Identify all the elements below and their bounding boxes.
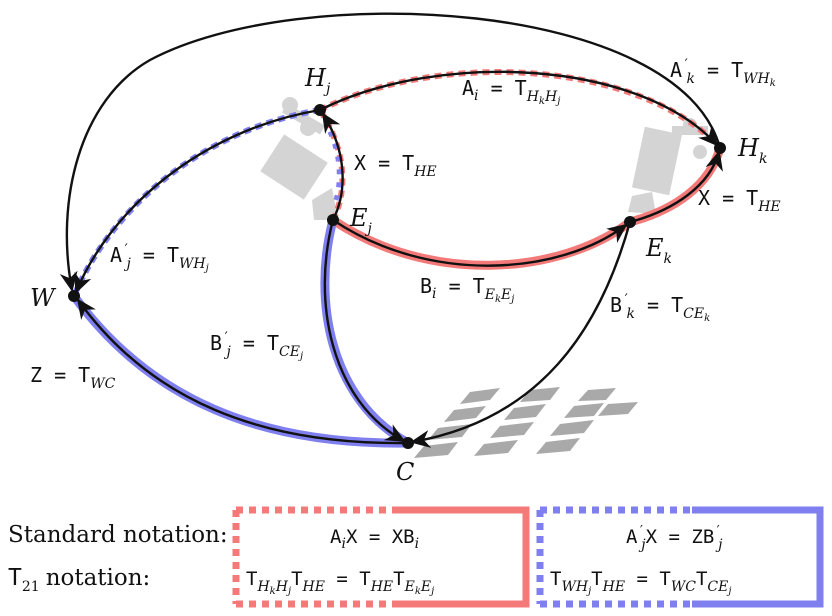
edge-label-ai: Ai = THkHj [462,76,560,107]
edge-label-z: Z = TWC [30,363,116,392]
node-hk-dot [714,142,726,154]
edge-label-x-left: X = THE [354,151,437,180]
node-w-dot [68,290,80,302]
legend-eq-blue-standard: A′jX = ZB′j [626,524,723,553]
node-hj-label: Hj [304,64,331,97]
highlight-x-left-blue-dashed [325,126,342,201]
legend-eq-red-standard: AiX = XBi [330,526,419,552]
node-c-label: C [396,458,414,486]
edge-hk-to-w [59,12,722,292]
edge-label-ak-prime: A′k = TWHk [670,57,776,89]
legend-row1-label: Standard notation: [8,522,228,548]
edge-ek-to-c [410,221,632,448]
node-w-label: W [30,284,57,312]
edge-label-x-right: X = THE [698,186,781,215]
edge-hj-to-hk [319,70,719,147]
edge-label-bi: Bi = TEkEj [420,274,514,305]
node-ek-label: Ek [645,234,672,267]
legend-blue-box [536,506,824,608]
checkerboard-icon [414,387,638,458]
edge-hj-to-w [74,108,321,294]
edge-ek-to-hk [629,150,723,224]
edge-label-bk-prime: B′k = TCEk [610,292,710,324]
robot-arm-icon-k [628,118,708,214]
legend-eq-red-t21: THkHjTHE = THETEkEj [246,568,434,597]
node-ej-dot [327,214,339,226]
edge-layer [59,12,723,448]
edge-ej-to-c [323,219,406,443]
edge-ej-to-ek [332,219,628,267]
node-hj-dot [314,104,326,116]
edge-label-aj-prime: A′j = TWHj [110,242,209,274]
node-c-dot [402,437,414,449]
node-hk-label: Hk [737,134,767,167]
node-layer [68,104,726,449]
node-ej-label: Ej [349,204,373,237]
edge-label-bj-prime: B′j = TCEj [210,330,303,362]
legend-red-box [232,506,530,608]
edge-c-to-w [76,298,409,445]
legend-eq-blue-t21: TWHjTHE = TWCTCEj [550,568,731,597]
node-ek-dot [624,216,636,228]
edge-ej-to-hj [321,112,344,221]
robot-arm-icon-j [260,97,338,220]
